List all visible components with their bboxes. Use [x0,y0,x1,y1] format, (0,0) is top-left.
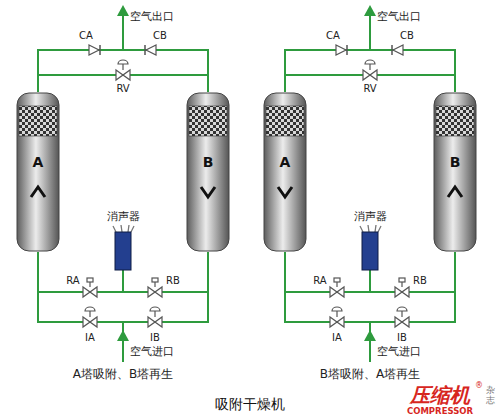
diagram-label: 空气进口 [377,345,421,358]
adsorption-tower: A [263,92,307,252]
diagram-label: IB [150,332,160,344]
desiccant-packing [189,106,227,136]
diagram-label: A塔吸附、B塔再生 [73,367,173,381]
diagram-label: CB [400,30,414,42]
dryer-left-piping [38,5,208,362]
tower-body [434,93,476,251]
diagram-label: CA [326,30,340,42]
diagram-label: RA [66,275,79,287]
diagram-label: IA [332,332,342,344]
tower-letter: A [263,154,307,170]
figure-caption: 吸附干燥机 [215,396,285,413]
diagram-label: ® [475,381,483,391]
desiccant-packing [19,106,57,136]
diagram-label: 压缩机 [410,383,470,407]
diagram-label: IA [85,332,95,344]
tower-body [187,93,229,251]
tower-shell [263,92,307,252]
tower-shell [16,92,60,252]
adsorption-tower: A [16,92,60,252]
tower-shell [433,92,477,252]
tower-letter: B [186,154,230,170]
tower-letter: B [433,154,477,170]
diagram-label: CB [153,30,167,42]
diagram-label: 消声器 [354,210,387,223]
desiccant-packing [436,106,474,136]
tower-letter: A [16,154,60,170]
diagram-label: RB [413,275,427,287]
tower-body [264,93,306,251]
diagram-label: 空气出口 [377,10,421,23]
diagram-label: RA [313,275,326,287]
flow-chevron [201,187,215,197]
flow-chevron [448,187,462,197]
diagram-label: B塔吸附、A塔再生 [320,367,420,381]
diagram-label: RV [116,83,129,95]
diagram-label: RB [166,275,180,287]
diagram-label: COMPRESSOR [407,406,473,416]
diagram-label: 杂志 [486,386,495,406]
tower-shell [186,92,230,252]
tower-body [17,93,59,251]
dryer-right-piping [285,5,455,362]
flow-chevron [278,187,292,197]
adsorption-tower: B [186,92,230,252]
diagram-label: CA [79,30,93,42]
diagram-label: RV [363,83,376,95]
desiccant-packing [266,106,304,136]
diagram-label: 空气进口 [130,345,174,358]
adsorption-tower: B [433,92,477,252]
diagram-label: 空气出口 [130,10,174,23]
diagram-label: IB [397,332,407,344]
flow-chevron [31,187,45,197]
diagram-label: 消声器 [107,210,140,223]
